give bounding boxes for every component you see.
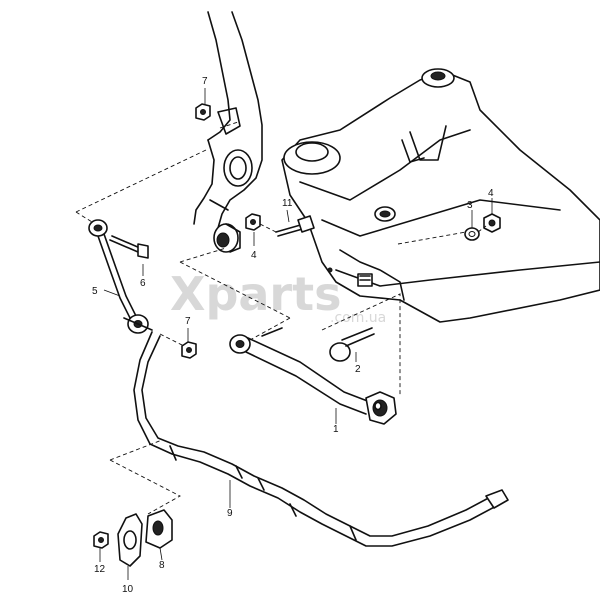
bolt-11 xyxy=(275,215,315,237)
watermark-domain: .com.ua xyxy=(330,310,386,326)
assembly-guide-lines xyxy=(75,121,487,515)
callout-10: 10 xyxy=(122,584,134,595)
nut-4-center xyxy=(245,213,261,231)
bushing-8 xyxy=(145,509,173,549)
watermark-brand: Xparts xyxy=(170,267,342,321)
nut-12 xyxy=(93,531,109,549)
callout-7-lower: 7 xyxy=(185,316,191,327)
callout-4-right: 4 xyxy=(488,188,494,199)
callout-3: 3 xyxy=(467,200,473,211)
callout-1: 1 xyxy=(333,424,339,435)
callout-9: 9 xyxy=(227,508,233,519)
bolt-2 xyxy=(329,327,375,362)
callout-labels: 1 2 3 4 4 5 6 7 7 8 9 10 11 12 xyxy=(92,76,494,595)
nut-7-upper xyxy=(195,103,211,121)
nut-4-right xyxy=(483,213,501,233)
bolt-6 xyxy=(109,235,149,259)
callout-12: 12 xyxy=(94,564,106,575)
nut-7-lower xyxy=(181,341,197,359)
callout-6: 6 xyxy=(140,278,146,289)
callout-4-center: 4 xyxy=(251,250,257,261)
subframe xyxy=(281,68,600,323)
clamp-10 xyxy=(117,513,143,567)
stabilizer-bar-9 xyxy=(133,331,509,547)
control-arm-1 xyxy=(229,327,397,425)
washer-3 xyxy=(464,227,480,241)
stabilizer-link-5 xyxy=(88,219,153,334)
callout-8: 8 xyxy=(159,560,165,571)
callout-2: 2 xyxy=(355,364,361,375)
callout-7-upper: 7 xyxy=(202,76,208,87)
leader-lines xyxy=(99,88,493,580)
callout-11: 11 xyxy=(282,198,293,209)
callout-5: 5 xyxy=(92,286,98,297)
